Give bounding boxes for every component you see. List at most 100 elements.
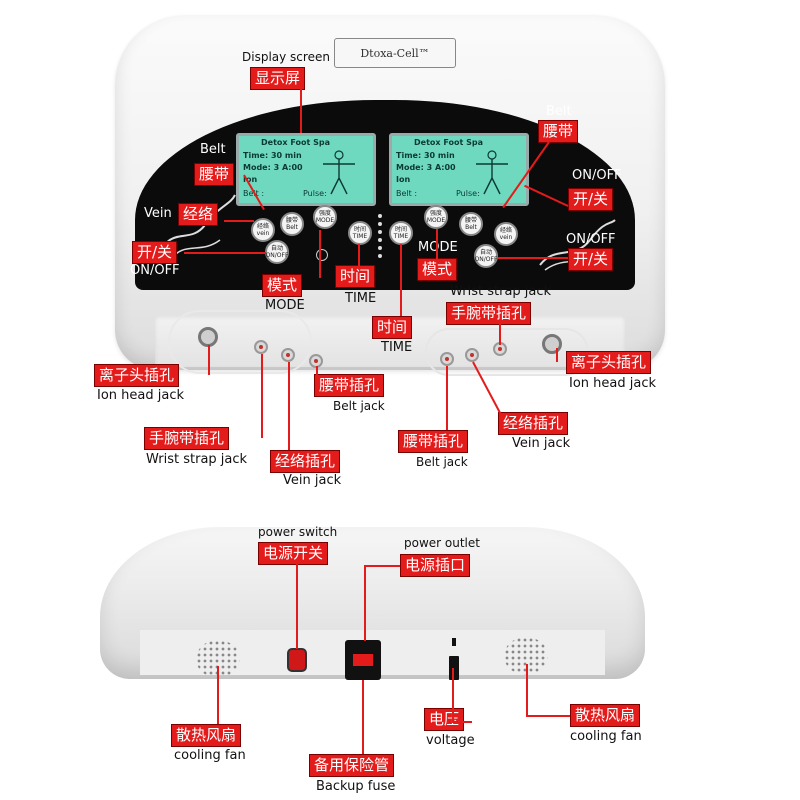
vein-jack-caption-right: Vein jack: [512, 436, 571, 451]
time-caption-left: TIME: [345, 291, 377, 306]
belt-jack-caption-left: Belt jack: [333, 399, 385, 413]
display-screen-label: 显示屏: [250, 67, 306, 90]
ion-head-caption-right: Ion head jack: [569, 376, 657, 391]
leader-line: [224, 220, 254, 222]
ion-head-label-right: 离子头插孔: [566, 351, 652, 374]
wrist-strap-label-left: 手腕带插孔: [144, 427, 230, 450]
ion-head-jack-right[interactable]: [542, 334, 562, 354]
leader-line: [436, 229, 438, 259]
leader-line: [526, 664, 528, 716]
vein-jack-label-left: 经络插孔: [270, 450, 341, 473]
onoff-caption-left: ON/OFF: [130, 263, 180, 278]
leader-line: [364, 565, 400, 567]
mode-label-right: 模式: [417, 258, 458, 281]
cooling-fan-caption-right: cooling fan: [570, 729, 642, 744]
leader-line: [556, 348, 558, 362]
level-indicator-dots: [378, 214, 382, 258]
vein-jack-left[interactable]: [281, 348, 295, 362]
leader-line: [319, 230, 321, 278]
leader-line: [498, 257, 568, 259]
wrist-strap-caption-left: Wrist strap jack: [146, 452, 248, 467]
jack-panel-arc-left: [168, 310, 312, 374]
wrist-strap-label-right: 手腕带插孔: [446, 302, 532, 325]
onoff-caption-right-top: ON/OFF: [572, 168, 622, 183]
leader-line: [452, 721, 472, 723]
cooling-fan-caption-left: cooling fan: [174, 748, 246, 763]
onoff-label-right: 开/关: [568, 248, 614, 271]
body-figure-icon: [323, 150, 355, 195]
power-outlet-caption: power outlet: [404, 536, 480, 550]
intensity-mode-button-left[interactable]: 强度 MODE: [313, 205, 337, 229]
brand-logo: Dtoxa-Cell™: [334, 38, 456, 68]
vein-jack-caption-left: Vein jack: [283, 473, 342, 488]
auto-onoff-button-right[interactable]: 自动 ON/OFF: [474, 244, 498, 268]
leader-line: [261, 354, 263, 438]
lcd-screen-left: Detox Foot Spa Time: 30 min Mode: 3 A:00…: [236, 133, 376, 206]
onoff-caption-right: ON/OFF: [566, 232, 616, 247]
auto-onoff-button-left[interactable]: 自动 ON/OFF: [265, 240, 289, 264]
belt-button-left[interactable]: 腰带 Belt: [280, 212, 304, 236]
cooling-fan-label-left: 散热风扇: [171, 724, 242, 747]
ion-head-caption-left: Ion head jack: [97, 388, 185, 403]
cooling-fan-label-right: 散热风扇: [570, 704, 641, 727]
belt-jack-label-left: 腰带插孔: [314, 374, 385, 397]
belt-button-right[interactable]: 腰带 Belt: [459, 212, 483, 236]
power-switch-label: 电源开关: [258, 542, 329, 565]
time-button-left[interactable]: 时间 TIME: [348, 221, 372, 245]
ion-head-label-left: 离子头插孔: [94, 364, 180, 387]
onoff-label-right-top: 开/关: [568, 188, 614, 211]
lcd-belt: Belt :: [396, 189, 418, 198]
power-outlet-label: 电源插口: [400, 554, 471, 577]
leader-line: [184, 252, 266, 254]
leader-line: [316, 366, 318, 382]
vein-label-left: 经络: [178, 203, 219, 226]
belt-caption-left: Belt: [200, 142, 226, 157]
leader-line: [446, 366, 448, 430]
lcd-time: Time: 30 min: [243, 151, 302, 160]
ion-head-jack-left[interactable]: [198, 327, 218, 347]
lcd-pulse: Pulse:: [303, 189, 327, 198]
onoff-label-left: 开/关: [132, 241, 178, 264]
vein-jack-label-right: 经络插孔: [498, 412, 569, 435]
leader-line: [300, 88, 302, 133]
leader-line: [217, 666, 219, 724]
power-switch[interactable]: [287, 648, 307, 672]
vein-button-left[interactable]: 经络 vein: [251, 218, 275, 242]
power-outlet[interactable]: [345, 640, 381, 680]
lcd-pulse: Pulse:: [456, 189, 480, 198]
voltage-label: 电压: [424, 708, 465, 731]
display-screen-caption: Display screen: [242, 50, 330, 64]
time-button-right[interactable]: 时间 TIME: [389, 221, 413, 245]
mode-label-left: 模式: [262, 274, 303, 297]
belt-label-right: 腰带: [538, 120, 579, 143]
vein-button-right[interactable]: 经络 vein: [494, 222, 518, 246]
belt-jack-caption-right: Belt jack: [416, 455, 468, 469]
voltage-caption: voltage: [426, 733, 475, 748]
voltage-marker: [452, 638, 456, 646]
indicator-a-icon: [316, 249, 328, 261]
time-label-right: 时间: [372, 316, 413, 339]
voltage-switch[interactable]: [449, 656, 459, 680]
belt-label-left: 腰带: [194, 163, 235, 186]
time-caption-right: TIME: [381, 340, 413, 355]
wrist-strap-jack-left[interactable]: [254, 340, 268, 354]
leader-line: [400, 244, 402, 316]
lcd-mode: Mode: 3 A:00: [396, 163, 456, 172]
time-label-left: 时间: [335, 265, 376, 288]
leader-line: [364, 565, 366, 641]
lcd-screen-right: Detox Foot Spa Time: 30 min Mode: 3 A:00…: [389, 133, 529, 206]
power-switch-caption: power switch: [258, 525, 338, 539]
lcd-title: Detox Foot Spa: [261, 138, 330, 147]
belt-jack-label-right: 腰带插孔: [398, 430, 469, 453]
lcd-ion: Ion: [396, 175, 411, 184]
lcd-title: Detox Foot Spa: [414, 138, 483, 147]
belt-jack-right[interactable]: [440, 352, 454, 366]
mode-caption-left: MODE: [265, 298, 305, 313]
leader-line: [296, 563, 298, 649]
body-figure-icon: [476, 150, 508, 195]
backup-fuse-label: 备用保险管: [309, 754, 395, 777]
vein-jack-right[interactable]: [465, 348, 479, 362]
leader-line: [452, 668, 454, 723]
intensity-mode-button-right[interactable]: 强度 MODE: [424, 205, 448, 229]
wrist-strap-caption-right: Wrist strap jack: [450, 284, 552, 299]
